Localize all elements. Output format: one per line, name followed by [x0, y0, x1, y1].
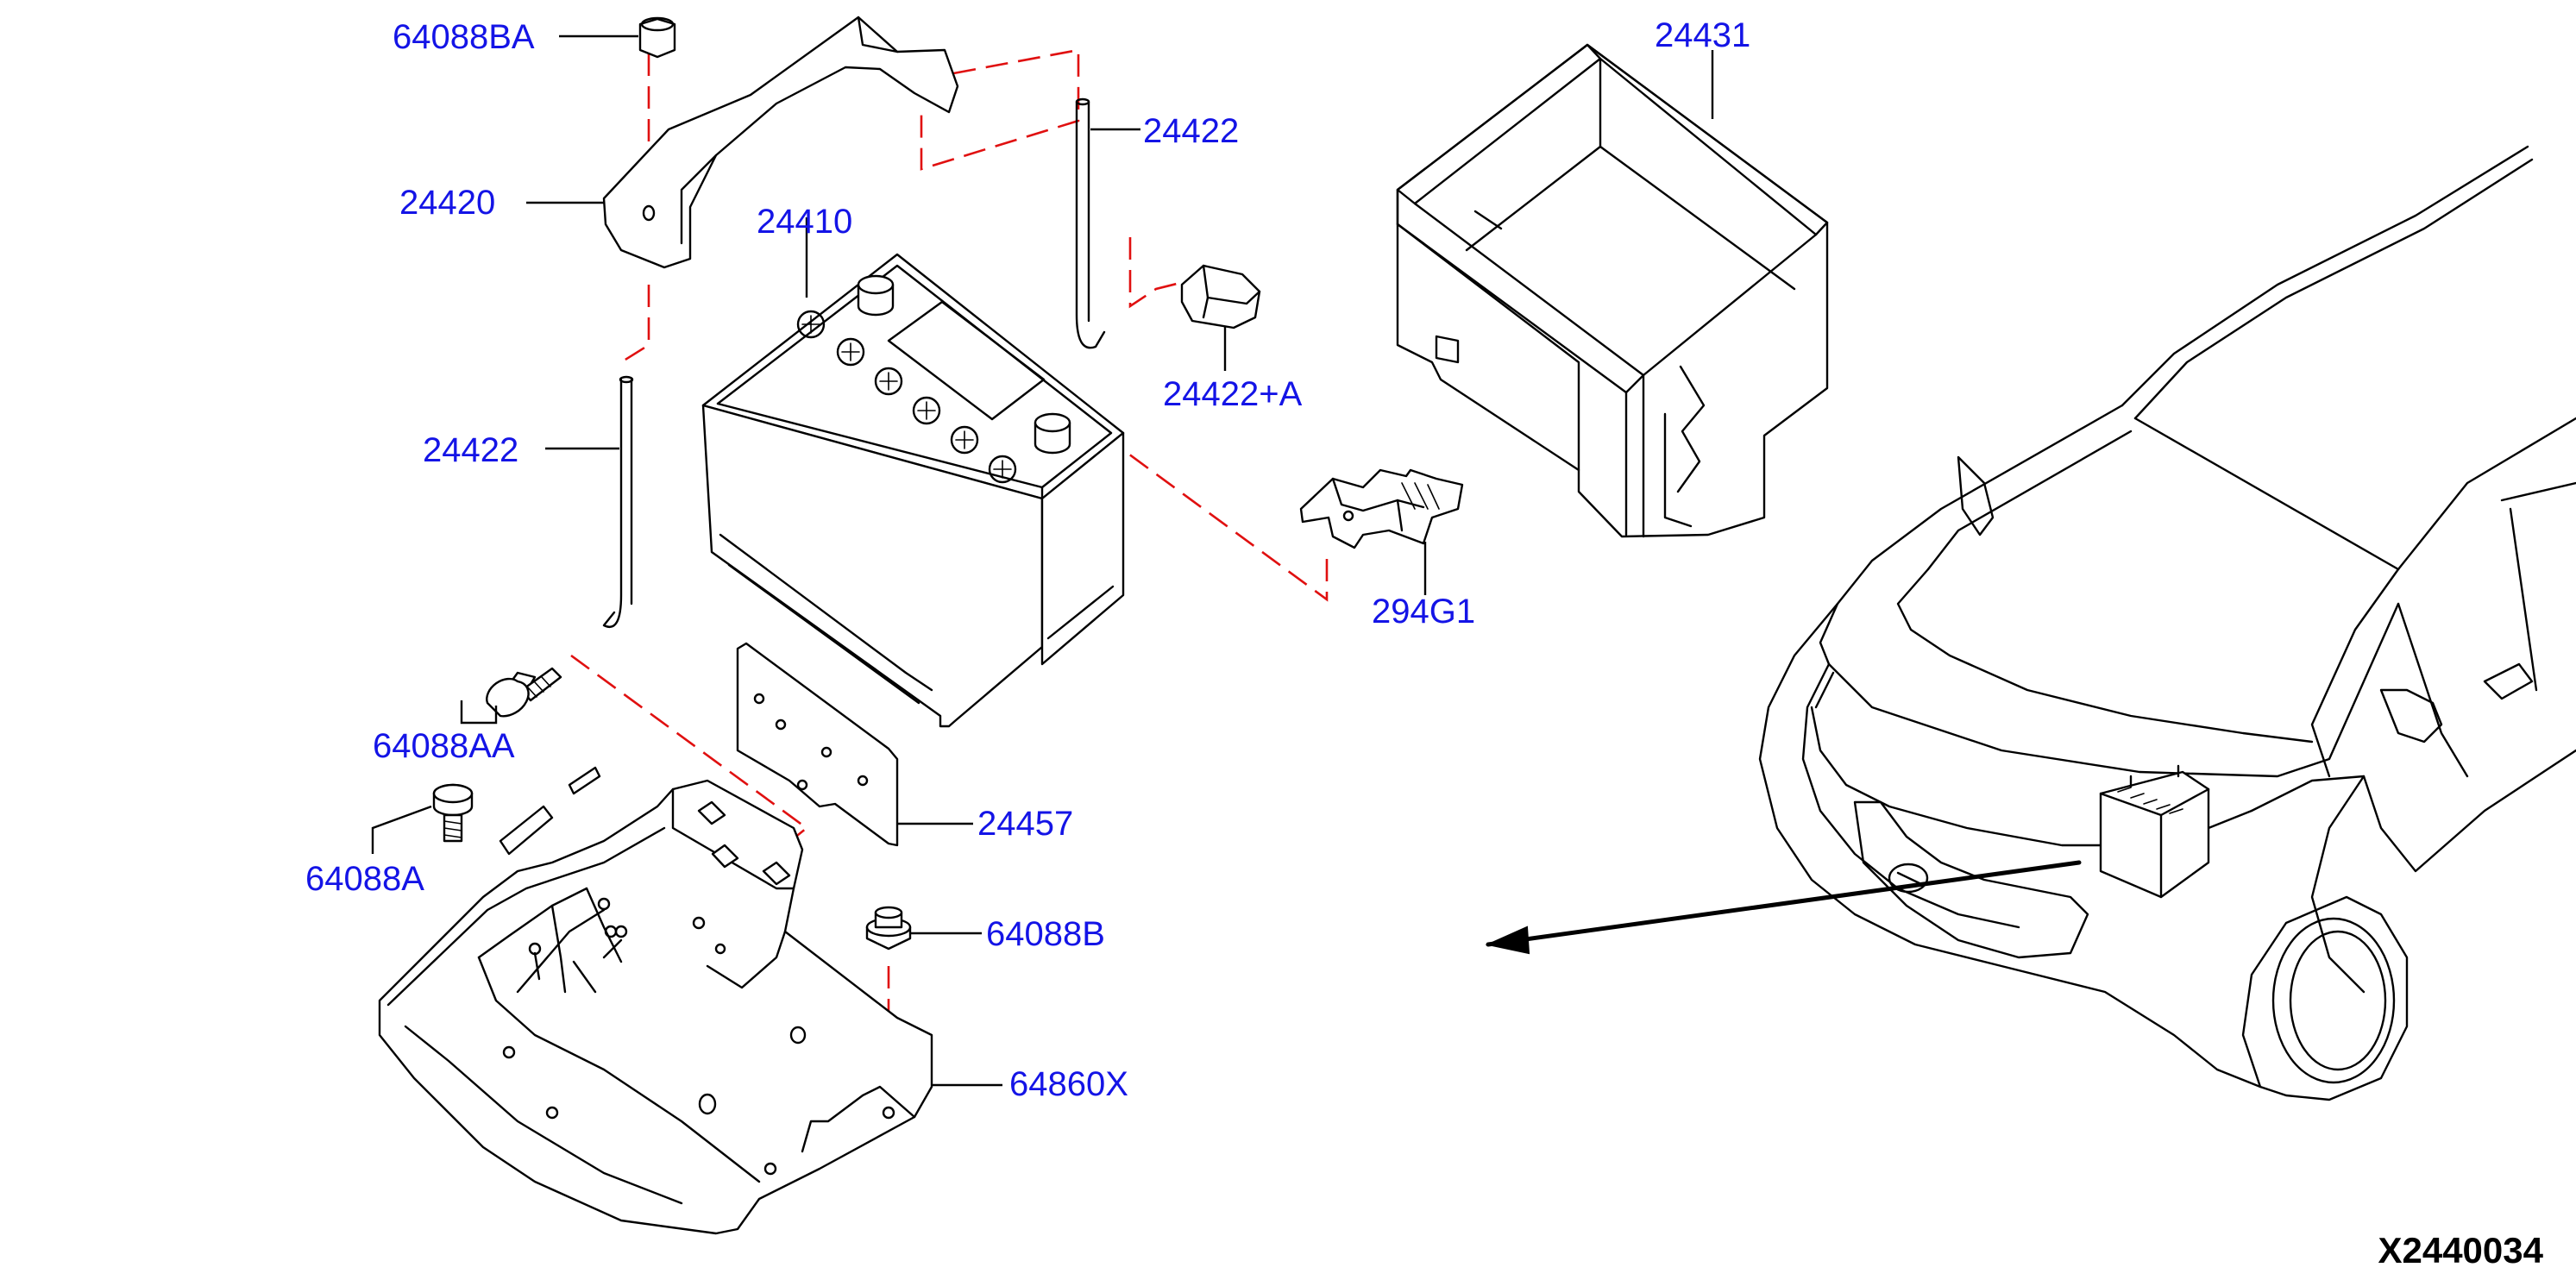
battery [701, 253, 1125, 728]
callout-64088aa: 64088AA [373, 727, 515, 765]
hold-down-rod-right [1075, 97, 1106, 349]
bolt-64088a [432, 783, 474, 843]
battery-box [1396, 43, 1829, 538]
bolt-64088aa [486, 667, 562, 718]
vehicle-illustration [1485, 145, 2576, 1101]
callout-labels: 64088BA 24422 24431 24420 24410 24422+A … [305, 16, 2544, 1271]
callout-24431: 24431 [1655, 16, 1750, 54]
callout-64088ba: 64088BA [393, 18, 535, 56]
callout-24422a: 24422+A [1163, 375, 1303, 413]
battery-clamp-bracket [602, 16, 959, 269]
battery-vent-caps [796, 310, 1017, 484]
figure-code: X2440034 [2378, 1230, 2543, 1271]
callout-24422-top: 24422 [1143, 112, 1239, 150]
callout-24457: 24457 [977, 805, 1073, 843]
rod-clip [1180, 264, 1261, 329]
hold-down-rod-left [602, 375, 634, 628]
plate-24457 [736, 642, 899, 847]
callout-24422-left: 24422 [423, 431, 518, 469]
nut-64088b [865, 906, 912, 951]
battery-tray [378, 766, 933, 1235]
callout-24420: 24420 [399, 184, 495, 222]
leader-lines [371, 35, 1714, 1087]
callout-24410: 24410 [757, 203, 852, 241]
callout-294g1: 294G1 [1372, 593, 1475, 631]
callout-64088b: 64088B [986, 915, 1105, 953]
callout-64088a: 64088A [305, 860, 424, 898]
bracket-294g1 [1299, 468, 1464, 549]
callout-64860x: 64860X [1009, 1065, 1128, 1103]
battery-terminals [857, 274, 1071, 455]
